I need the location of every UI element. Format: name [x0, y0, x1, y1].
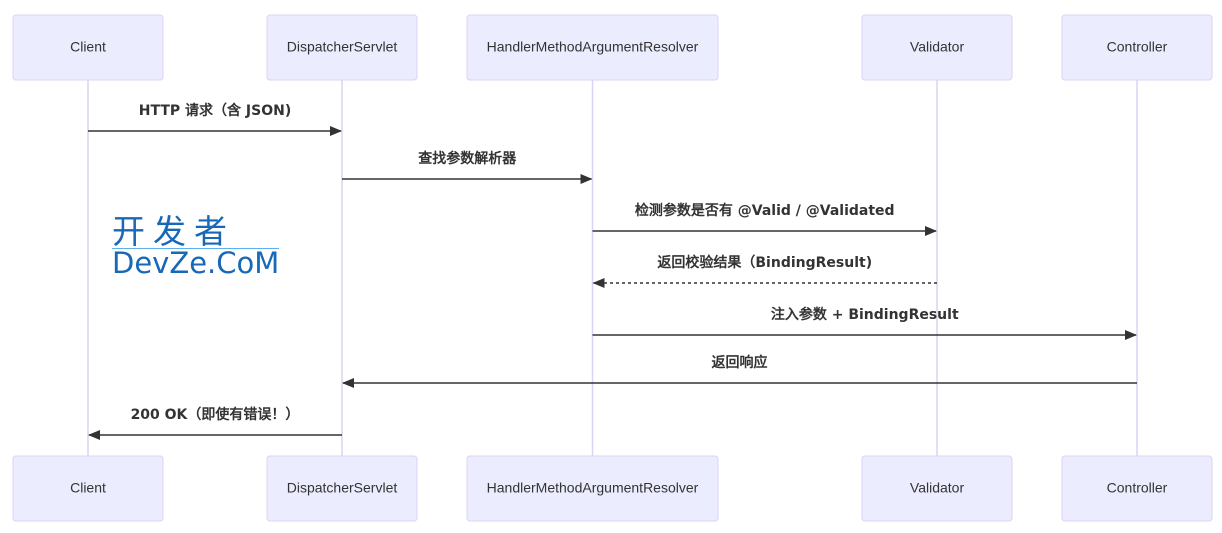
participant-box [12, 455, 164, 522]
message-label: 返回校验结果（BindingResult) [657, 254, 872, 271]
message-label: 200 OK（即使有错误！） [131, 406, 300, 423]
participant-box [466, 14, 719, 81]
participant-label: Validator [910, 39, 965, 55]
message-label: 返回响应 [712, 354, 768, 371]
participant-box [1061, 14, 1213, 81]
message-7: 200 OK（即使有错误！） [88, 406, 342, 440]
participant-dispatcher-bottom: DispatcherServlet [266, 455, 418, 522]
participant-box [266, 14, 418, 81]
participant-label: Client [70, 480, 106, 496]
participant-box [861, 455, 1013, 522]
participant-box [266, 455, 418, 522]
message-label: 查找参数解析器 [418, 150, 517, 167]
participant-label: Validator [910, 480, 965, 496]
watermark-logo: 开发者 DevZe.CoM [112, 212, 280, 280]
participant-client-bottom: Client [12, 455, 164, 522]
message-5: 注入参数 + BindingResult [592, 306, 1137, 340]
participant-validator-bottom: Validator [861, 455, 1013, 522]
message-3: 检测参数是否有 @Valid / @Validated [592, 202, 937, 236]
message-label: HTTP 请求（含 JSON) [139, 102, 291, 119]
message-4: 返回校验结果（BindingResult) [592, 254, 937, 288]
message-2: 查找参数解析器 [342, 150, 593, 184]
participant-box [466, 455, 719, 522]
participant-dispatcher-top: DispatcherServlet [266, 14, 418, 81]
participant-label: Controller [1107, 480, 1168, 496]
participant-controller-top: Controller [1061, 14, 1213, 81]
participant-box [861, 14, 1013, 81]
participant-label: DispatcherServlet [287, 480, 398, 496]
watermark-en: DevZe.CoM [112, 246, 280, 280]
participant-resolver-bottom: HandlerMethodArgumentResolver [466, 455, 719, 522]
participant-resolver-top: HandlerMethodArgumentResolver [466, 14, 719, 81]
message-label: 检测参数是否有 @Valid / @Validated [635, 202, 895, 219]
participant-label: Controller [1107, 39, 1168, 55]
participant-validator-top: Validator [861, 14, 1013, 81]
participant-client-top: Client [12, 14, 164, 81]
participant-label: DispatcherServlet [287, 39, 398, 55]
participant-label: HandlerMethodArgumentResolver [487, 39, 699, 55]
watermark-cn: 开发者 [112, 212, 235, 251]
participant-box [12, 14, 164, 81]
message-label: 注入参数 + BindingResult [771, 306, 959, 323]
message-6: 返回响应 [342, 354, 1137, 388]
participant-box [1061, 455, 1213, 522]
participant-controller-bottom: Controller [1061, 455, 1213, 522]
participant-label: Client [70, 39, 106, 55]
message-1: HTTP 请求（含 JSON) [88, 102, 342, 136]
participant-label: HandlerMethodArgumentResolver [487, 480, 699, 496]
